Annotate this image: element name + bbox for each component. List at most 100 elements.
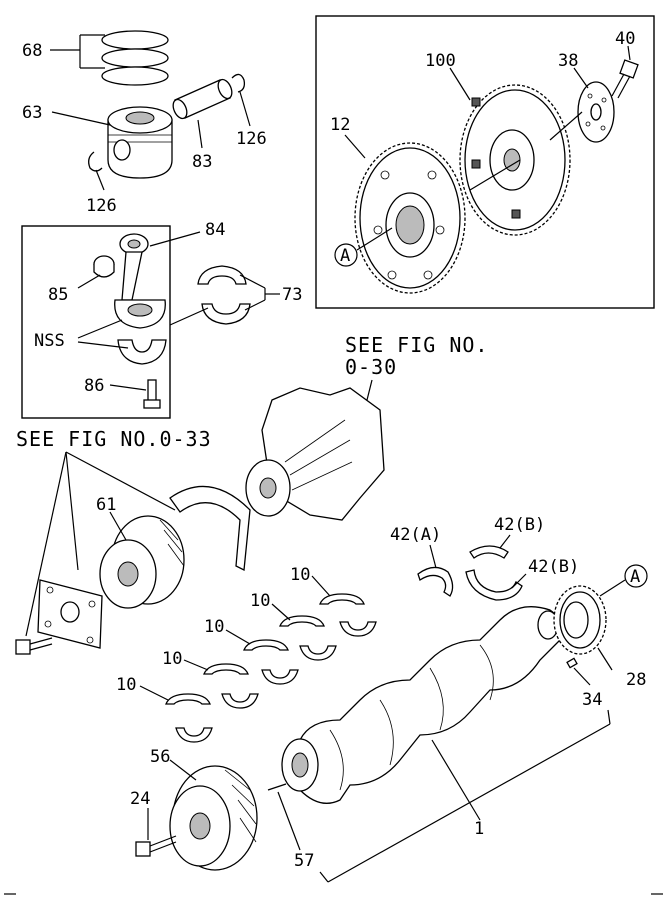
label-38: 38	[558, 51, 578, 71]
crank-key-part[interactable]	[566, 657, 578, 669]
thrust-washer-b-lower-part[interactable]	[465, 569, 523, 601]
label-83: 83	[192, 152, 212, 172]
piston-pin-part[interactable]	[170, 77, 234, 120]
leader-34	[573, 667, 591, 686]
label-10d: 10	[162, 649, 182, 669]
leader-flywheel-center	[469, 159, 521, 191]
flexplate-part[interactable]	[459, 84, 571, 236]
label-24: 24	[130, 789, 150, 809]
conrod-bolt-part[interactable]	[143, 379, 161, 409]
label-10c: 10	[204, 617, 224, 637]
label-68: 68	[22, 41, 42, 61]
thrust-washer-b-upper-part[interactable]	[469, 545, 509, 559]
see-fig-top-line2: 0-30	[345, 355, 397, 379]
main-bearing-set-4[interactable]	[203, 663, 259, 709]
piston-part[interactable]	[107, 106, 173, 179]
water-pump-housing-part[interactable]	[245, 387, 385, 521]
leader-nss-bearing	[169, 307, 209, 326]
label-100: 100	[425, 51, 456, 71]
leader-10d	[183, 659, 209, 671]
crank-gear-part[interactable]	[553, 585, 607, 655]
label-nss: NSS	[34, 331, 65, 351]
leader-42b1	[499, 534, 511, 549]
leader-a-flywheel	[356, 227, 393, 251]
leader-28	[597, 647, 613, 671]
plate-bolt-part[interactable]	[15, 637, 53, 655]
leader-10b	[271, 603, 291, 621]
label-84: 84	[205, 220, 225, 240]
label-61: 61	[96, 495, 116, 515]
label-63: 63	[22, 103, 42, 123]
label-56: 56	[150, 747, 170, 767]
leader-12	[344, 134, 366, 159]
crankshaft-part[interactable]	[281, 606, 562, 804]
leader-68	[50, 34, 105, 69]
flywheel-bolt-part[interactable]	[611, 59, 639, 99]
leader-42a	[429, 544, 437, 569]
label-57: 57	[294, 851, 314, 871]
conrod-bearing-lower-part[interactable]	[201, 303, 251, 325]
leader-a-gear	[599, 579, 626, 597]
label-34: 34	[582, 690, 602, 710]
leader-84	[149, 231, 201, 247]
connecting-rod-part[interactable]	[114, 233, 166, 329]
leader-126b	[95, 169, 105, 191]
label-42b1: 42(B)	[494, 515, 545, 535]
main-bearing-set-1[interactable]	[319, 593, 377, 637]
label-126b: 126	[86, 196, 117, 216]
flywheel-part[interactable]	[354, 142, 466, 294]
main-bearing-set-2[interactable]	[279, 615, 337, 661]
leader-10e	[139, 685, 169, 701]
label-a-gear: A	[630, 567, 640, 587]
pressure-plate-part[interactable]	[577, 81, 615, 143]
label-12: 12	[330, 115, 350, 135]
mounting-plate-part[interactable]	[37, 579, 103, 649]
leader-61	[109, 511, 127, 541]
connecting-rod-frame	[21, 225, 171, 419]
leader-38	[573, 67, 589, 89]
label-10e: 10	[116, 675, 136, 695]
see-fig-top-line1: SEE FIG NO.	[345, 333, 488, 357]
leader-42b2	[511, 573, 527, 589]
leader-73	[239, 274, 280, 311]
label-42b2: 42(B)	[528, 557, 579, 577]
label-40: 40	[615, 29, 635, 49]
leader-57	[277, 791, 301, 851]
callout-a-flywheel	[334, 243, 358, 267]
label-1: 1	[474, 819, 484, 839]
snap-ring-right-part[interactable]	[231, 73, 246, 93]
idler-pulley-part[interactable]	[99, 515, 185, 609]
leader-63	[51, 111, 111, 126]
label-10a: 10	[290, 565, 310, 585]
leader-see-fig-left	[25, 451, 176, 637]
conrod-bearing-upper-part[interactable]	[197, 265, 247, 285]
label-28: 28	[626, 670, 646, 690]
rod-cap-part[interactable]	[117, 339, 167, 365]
leader-10a	[311, 575, 331, 597]
main-bearing-set-3[interactable]	[243, 639, 299, 685]
leader-10c	[225, 629, 251, 645]
thrust-washer-a-part[interactable]	[417, 566, 454, 597]
label-42a: 42(A)	[390, 525, 441, 545]
main-bearing-set-5[interactable]	[165, 693, 213, 743]
leader-flexplate-plate	[549, 111, 583, 141]
see-fig-left: SEE FIG NO.0-33	[16, 427, 212, 451]
snap-ring-left-part[interactable]	[88, 151, 103, 172]
leader-40	[627, 45, 631, 61]
dowel-pin-part[interactable]	[267, 783, 287, 791]
leader-86	[109, 384, 147, 391]
assembly-bracket-line	[319, 709, 611, 883]
label-126a: 126	[236, 129, 267, 149]
leader-85	[77, 274, 101, 289]
label-85: 85	[48, 285, 68, 305]
leader-nss	[77, 319, 129, 349]
piston-rings-part[interactable]	[101, 30, 169, 86]
flywheel-frame	[315, 15, 655, 309]
small-end-bushing-part[interactable]	[93, 255, 115, 278]
leader-126a	[239, 91, 251, 127]
pulley-bolt-part[interactable]	[135, 835, 177, 857]
label-86: 86	[84, 376, 104, 396]
belt-guard-part[interactable]	[169, 485, 251, 572]
crank-pulley-part[interactable]	[169, 765, 258, 871]
